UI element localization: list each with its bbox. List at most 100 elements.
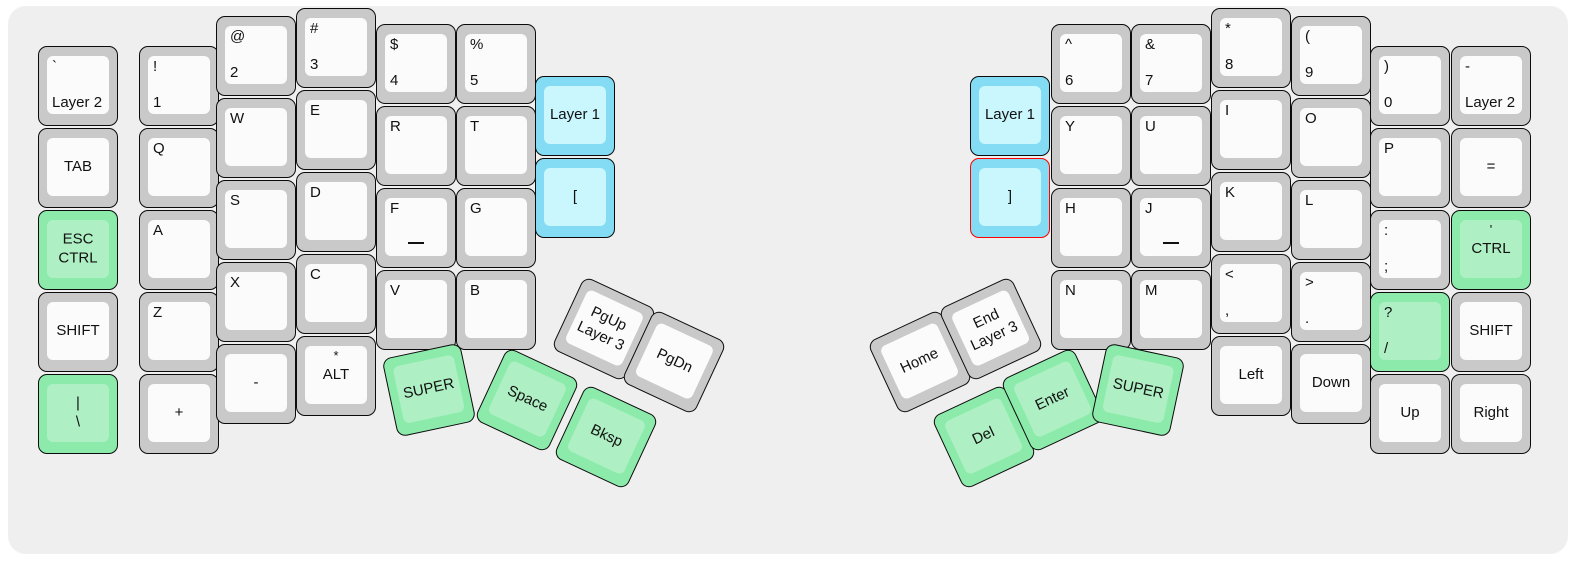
key-6-caret[interactable]: ^6 [1051,24,1131,104]
key-7-amp-cap: &7 [1140,34,1202,92]
key-l[interactable]: L [1291,180,1371,260]
key-shift[interactable]: SHIFT [38,292,118,372]
key-tab-legend-center: TAB [63,158,93,176]
key-up-legend-center: Up [1400,404,1420,422]
key-down[interactable]: Down [1291,344,1371,424]
key-x[interactable]: X [216,262,296,342]
key-b[interactable]: B [456,270,536,350]
key-period-gt[interactable]: >. [1291,262,1371,342]
key-slash-question-legend-top: ? [1384,304,1393,321]
key-9-lparen-legend-bottom: 9 [1305,64,1314,82]
key-super-right[interactable]: SUPER [1090,342,1186,438]
key-layer2-grave[interactable]: `Layer 2 [38,46,118,126]
key-5-percent-legend-top: % [470,36,484,53]
key-p-cap: P [1379,138,1441,196]
key-c[interactable]: C [296,254,376,334]
key-slash-question[interactable]: ?/ [1370,292,1450,372]
key-f[interactable]: F [376,188,456,268]
key-w[interactable]: W [216,98,296,178]
key-1-exclaim[interactable]: !1 [139,46,219,126]
key-1-exclaim-cap: !1 [148,56,210,114]
key-layer1-right[interactable]: Layer 1 [970,76,1050,156]
key-a[interactable]: A [139,210,219,290]
key-9-lparen-legend-top: ( [1305,28,1310,45]
key-u-legend-top: U [1145,118,1156,135]
key-enter-legend-center: Enter [1032,383,1073,415]
key-tab[interactable]: TAB [38,128,118,208]
key-0-rparen[interactable]: )0 [1370,46,1450,126]
key-esc-ctrl[interactable]: ESC CTRL [38,210,118,290]
key-equals[interactable]: = [1451,128,1531,208]
key-z-legend-top: Z [153,304,163,321]
key-bksp-legend-center: Bksp [587,420,626,451]
key-left-legend-center: Left [1238,366,1264,384]
key-comma-lt[interactable]: <, [1211,254,1291,334]
key-z[interactable]: Z [139,292,219,372]
key-r-cap: R [385,116,447,174]
key-bracket-left[interactable]: [ [535,158,615,238]
key-shift-right[interactable]: SHIFT [1451,292,1531,372]
key-minus-legend-center: - [253,374,259,392]
key-right[interactable]: Right [1451,374,1531,454]
key-alt[interactable]: *ALT [296,336,376,416]
key-3-hash-legend-bottom: 3 [310,56,319,74]
key-period-gt-legend-bottom: . [1305,310,1310,328]
key-3-hash-legend-top: # [310,20,319,37]
key-minus[interactable]: - [216,344,296,424]
key-l-cap: L [1300,190,1362,248]
key-1-exclaim-legend-top: ! [153,58,158,75]
key-e[interactable]: E [296,90,376,170]
key-r[interactable]: R [376,106,456,186]
key-pipe-backslash[interactable]: | \ [38,374,118,454]
key-u[interactable]: U [1131,106,1211,186]
key-m[interactable]: M [1131,270,1211,350]
key-t[interactable]: T [456,106,536,186]
key-up[interactable]: Up [1370,374,1450,454]
key-super-left-cap: SUPER [392,354,466,424]
key-plus[interactable]: + [139,374,219,454]
key-p[interactable]: P [1370,128,1450,208]
key-left-cap: Left [1220,346,1282,404]
key-a-legend-top: A [153,222,164,239]
key-c-legend-top: C [310,266,321,283]
key-d[interactable]: D [296,172,376,252]
key-i[interactable]: I [1211,90,1291,170]
key-s[interactable]: S [216,180,296,260]
key-3-hash[interactable]: #3 [296,8,376,88]
key-layer1-left[interactable]: Layer 1 [535,76,615,156]
key-q[interactable]: Q [139,128,219,208]
key-layer2-minus[interactable]: -Layer 2 [1451,46,1531,126]
key-n[interactable]: N [1051,270,1131,350]
key-bracket-right[interactable]: ] [970,158,1050,238]
key-5-percent[interactable]: %5 [456,24,536,104]
key-4-dollar[interactable]: $4 [376,24,456,104]
key-2-at-cap: @2 [225,26,287,84]
key-bracket-left-legend-center: [ [572,188,578,206]
key-k[interactable]: K [1211,172,1291,252]
key-1-exclaim-legend-bottom: 1 [153,94,162,112]
key-end-layer3-legend: End Layer 3 [967,305,1021,355]
key-g[interactable]: G [456,188,536,268]
key-enter-cap: Enter [1012,359,1093,439]
key-h[interactable]: H [1051,188,1131,268]
key-7-amp[interactable]: &7 [1131,24,1211,104]
key-semicolon[interactable]: :; [1370,210,1450,290]
key-y[interactable]: Y [1051,106,1131,186]
key-y-legend-top: Y [1065,118,1076,135]
key-c-cap: C [305,264,367,322]
key-super-left[interactable]: SUPER [381,342,477,438]
key-j[interactable]: J [1131,188,1211,268]
key-2-at[interactable]: @2 [216,16,296,96]
key-left[interactable]: Left [1211,336,1291,416]
key-shift-right-legend-center: SHIFT [1469,322,1513,340]
key-semicolon-legend-top: : [1384,222,1389,239]
key-quote-ctrl[interactable]: 'CTRL [1451,210,1531,290]
key-v[interactable]: V [376,270,456,350]
key-o[interactable]: O [1291,98,1371,178]
key-layer2-grave-cap: `Layer 2 [47,56,109,114]
key-9-lparen[interactable]: (9 [1291,16,1371,96]
key-layer2-grave-legend-bottom: Layer 2 [52,94,103,112]
key-8-asterisk[interactable]: *8 [1211,8,1291,88]
key-right-cap: Right [1460,384,1522,442]
key-0-rparen-cap: )0 [1379,56,1441,114]
